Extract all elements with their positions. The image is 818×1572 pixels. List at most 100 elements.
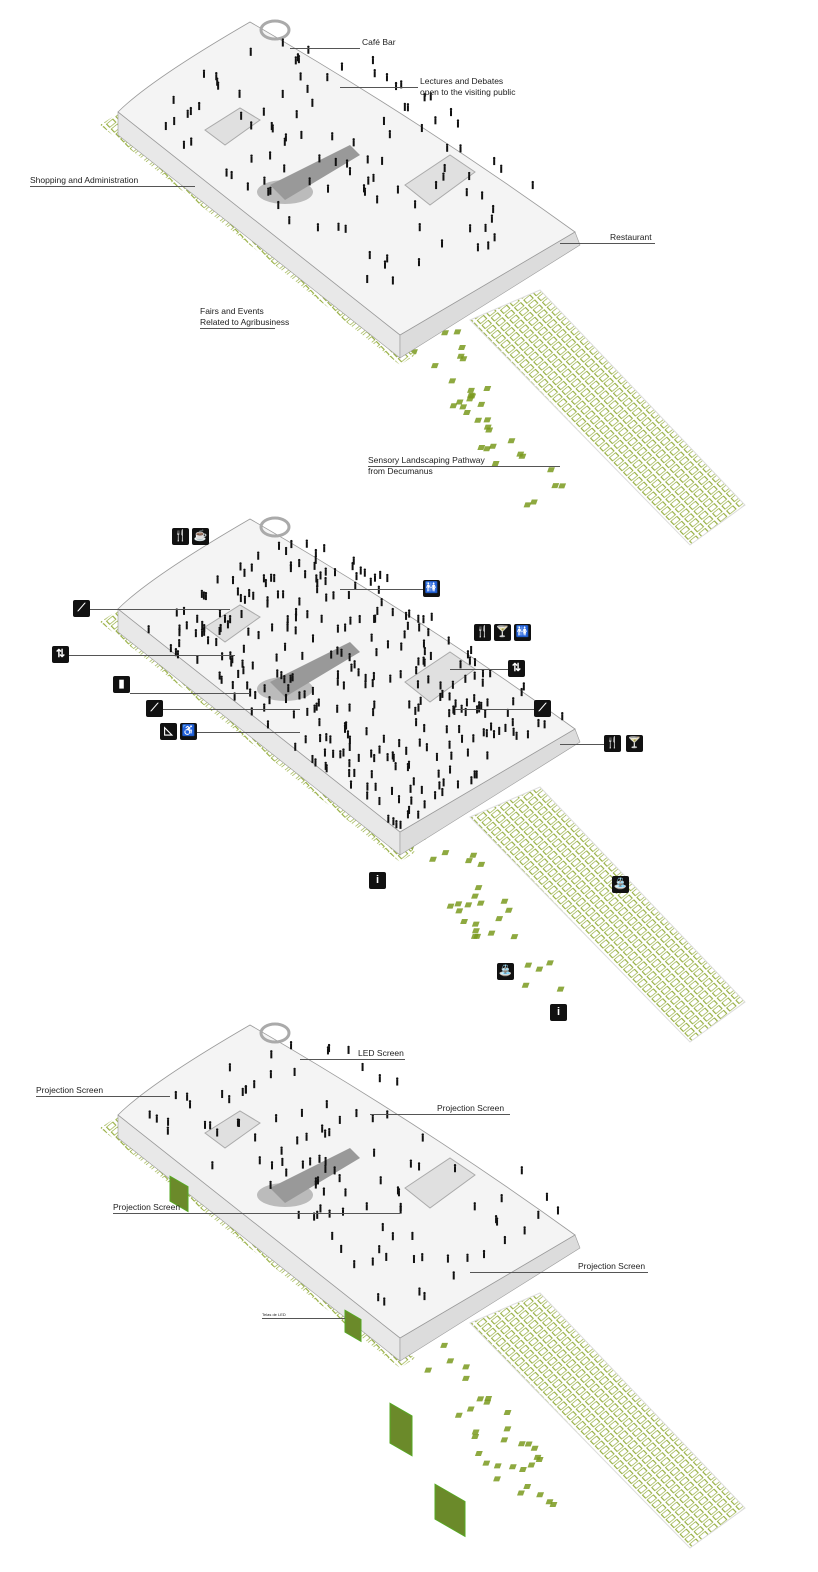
person-head — [466, 650, 470, 653]
person-head — [313, 561, 316, 565]
person-head — [397, 795, 401, 798]
person-head — [439, 692, 442, 696]
person — [418, 1289, 421, 1296]
person-head — [329, 650, 333, 653]
landscape-pathway — [469, 289, 746, 546]
person — [225, 170, 228, 177]
person — [397, 1190, 400, 1197]
stairs-icon: ⟋ — [534, 700, 551, 717]
person-head — [239, 562, 242, 565]
person — [466, 750, 469, 757]
person-head — [285, 1168, 288, 1171]
person — [257, 633, 260, 640]
person-head — [367, 176, 370, 179]
person — [332, 751, 335, 758]
person — [374, 784, 377, 791]
person — [348, 744, 351, 751]
person-head — [381, 1222, 384, 1226]
person-head — [281, 590, 285, 593]
person-head — [348, 167, 352, 170]
person-head — [318, 1154, 321, 1158]
person — [357, 670, 360, 677]
planting-bed — [424, 1367, 433, 1373]
person — [378, 1247, 381, 1254]
person — [231, 657, 234, 664]
person — [348, 771, 351, 778]
person — [189, 1102, 192, 1109]
person — [298, 693, 301, 700]
person-head — [390, 786, 394, 790]
planting-bed — [487, 930, 496, 936]
planting-bed — [500, 1437, 509, 1443]
person-head — [301, 1160, 305, 1163]
person — [338, 1176, 341, 1183]
water-fountain-icon: ⛲ — [497, 963, 514, 980]
person — [415, 720, 418, 727]
person-head — [253, 1133, 257, 1136]
planting-bed — [477, 401, 486, 407]
person — [391, 278, 394, 285]
planting-bed — [503, 1410, 512, 1416]
planting-bed — [477, 861, 486, 867]
person-head — [262, 107, 266, 110]
person — [379, 572, 382, 579]
person-head — [347, 590, 351, 594]
person-head — [396, 185, 400, 188]
person — [178, 641, 181, 648]
person-head — [211, 1161, 214, 1164]
person — [250, 156, 253, 163]
leader-line — [130, 693, 250, 694]
person-head — [421, 1133, 424, 1136]
person — [466, 652, 469, 659]
person-head — [504, 723, 507, 727]
person-head — [412, 1254, 416, 1258]
planting-bed — [524, 962, 533, 968]
person — [276, 592, 279, 599]
person-head — [467, 171, 471, 175]
person — [189, 109, 192, 116]
person — [454, 701, 457, 708]
person — [481, 680, 484, 687]
person-head — [342, 748, 345, 751]
person-head — [246, 182, 250, 185]
person-head — [231, 575, 235, 579]
person-head — [353, 1259, 356, 1263]
person — [411, 1234, 414, 1241]
person — [322, 1189, 325, 1196]
person-head — [378, 796, 381, 800]
person-head — [372, 614, 376, 618]
planting-bed — [454, 901, 463, 907]
person-head — [430, 612, 433, 616]
ramp-icon: ◺ — [160, 723, 177, 740]
planting-bed — [462, 1375, 470, 1381]
person-head — [448, 692, 451, 695]
person-head — [405, 746, 408, 750]
person-head — [410, 796, 413, 799]
person — [204, 1122, 207, 1129]
building-panel-2 — [100, 516, 746, 1043]
person — [319, 573, 322, 580]
person — [367, 178, 370, 185]
person-head — [283, 164, 286, 167]
person-head — [315, 702, 318, 705]
person-head — [417, 703, 420, 706]
person-head — [294, 742, 297, 746]
planting-bed — [462, 1364, 470, 1370]
person-head — [492, 156, 496, 160]
stairs-icon: ⟋ — [73, 600, 90, 617]
person-head — [326, 72, 329, 76]
label-shopping: Shopping and Administration — [30, 175, 138, 186]
person-head — [395, 820, 398, 823]
leader-line — [290, 48, 360, 49]
person — [313, 563, 316, 570]
person-head — [295, 109, 298, 113]
person-head — [442, 778, 445, 781]
person-head — [276, 590, 280, 593]
person — [419, 698, 422, 705]
person — [446, 145, 449, 152]
planting-bed — [551, 483, 560, 489]
leader-line — [450, 669, 508, 670]
person — [186, 111, 189, 118]
planting-bed — [491, 460, 500, 466]
person-head — [284, 546, 288, 550]
